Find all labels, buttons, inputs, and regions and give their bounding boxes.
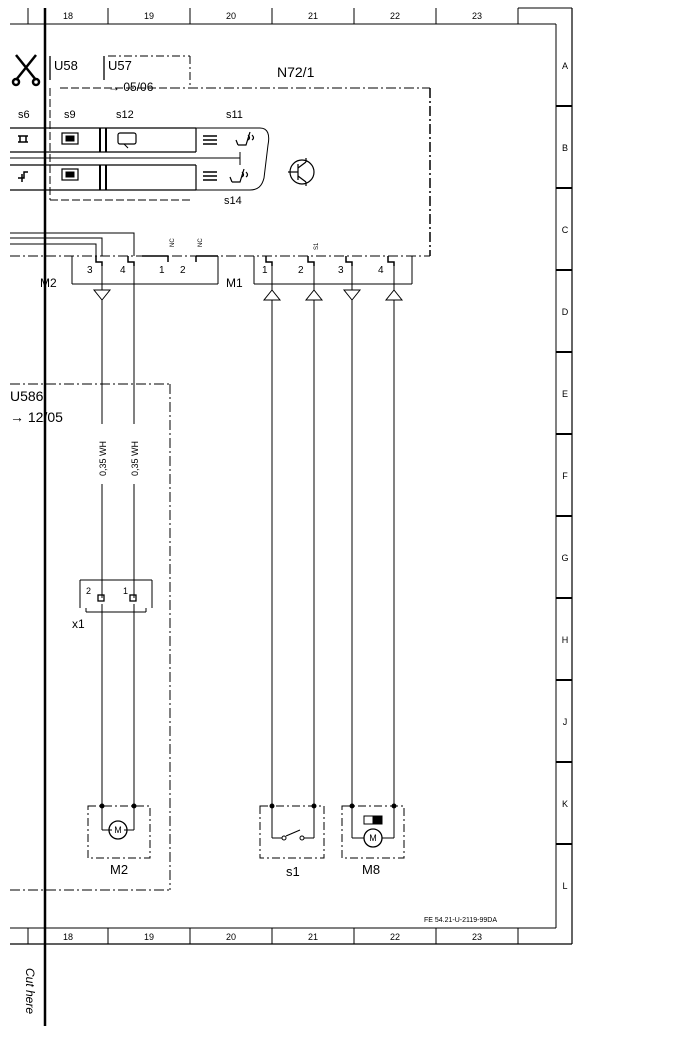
s12-label: s12 — [116, 109, 134, 121]
col-label: 20 — [226, 11, 236, 21]
drawing-code: FE 54.21-U-2119-99DA — [424, 917, 497, 924]
col-label: 22 — [390, 11, 400, 21]
u57-label: U57 — [108, 58, 132, 73]
m8-label: M8 — [362, 862, 380, 877]
n72-boundary — [10, 87, 431, 257]
wire-label: 0,35 WH — [98, 441, 108, 476]
pin-terminals — [95, 256, 395, 266]
row-label: C — [562, 225, 569, 235]
n72-label: N72/1 — [277, 64, 315, 80]
pin-label: 4 — [378, 265, 384, 276]
row-label: J — [563, 717, 568, 727]
col-label: 19 — [144, 11, 154, 21]
s1-pin-label: S1 — [314, 242, 320, 250]
u586-ref: → 12/05 — [10, 409, 63, 425]
col-label: 20 — [226, 932, 236, 942]
transistor-icon — [288, 158, 315, 186]
pin-label: 3 — [87, 265, 93, 276]
wire-label: 0,35 WH — [130, 441, 140, 476]
col-label: 18 — [63, 932, 73, 942]
motor-icon: M — [369, 833, 377, 843]
u586-boundary — [10, 383, 171, 891]
motor-icon: M — [114, 825, 122, 835]
pin-label: 3 — [338, 265, 344, 276]
col-label: 22 — [390, 932, 400, 942]
nc-label: NC — [170, 238, 176, 247]
seat-heater-icon — [229, 131, 255, 183]
m2-conn-label: M2 — [40, 276, 57, 290]
col-label: 18 — [63, 11, 73, 21]
m8-motor — [341, 803, 405, 859]
m2-connector — [71, 255, 219, 285]
row-label: G — [561, 553, 568, 563]
row-label: H — [562, 635, 569, 645]
m2-label: M2 — [110, 862, 128, 877]
u57-ref: → 05/06 — [108, 80, 154, 94]
col-label: 19 — [144, 932, 154, 942]
x1-connector — [79, 579, 153, 613]
row-label: F — [562, 471, 568, 481]
m2-motor — [87, 803, 151, 859]
s1-label: s1 — [286, 864, 300, 879]
x1-label: x1 — [72, 617, 85, 631]
s1-switch — [259, 803, 325, 859]
s14-label: s14 — [224, 195, 242, 207]
col-label: 21 — [308, 11, 318, 21]
s9-label: s9 — [64, 109, 76, 121]
m1-conn-label: M1 — [226, 276, 243, 290]
pin-label: 2 — [298, 265, 304, 276]
direction-arrows — [92, 289, 404, 301]
s11-label: s11 — [226, 109, 243, 121]
pin-label: 2 — [180, 265, 186, 276]
s6-label: s6 — [18, 109, 30, 121]
row-label: K — [562, 799, 568, 809]
pin-label: 1 — [159, 265, 165, 276]
u58-label: U58 — [54, 58, 78, 73]
row-label: D — [562, 307, 569, 317]
row-label: A — [562, 61, 568, 71]
pin-label: 1 — [262, 265, 268, 276]
col-label: 23 — [472, 932, 482, 942]
scissors-icon — [11, 54, 41, 87]
wire-runs — [101, 266, 395, 806]
switch-icon — [18, 132, 217, 182]
frame — [10, 7, 573, 1026]
row-label: B — [562, 143, 568, 153]
incoming-wires — [10, 232, 135, 256]
pin-label: 2 — [86, 586, 91, 596]
cut-here-label: Cut here — [23, 968, 37, 1014]
m1-connector — [253, 256, 413, 285]
row-label: L — [562, 881, 567, 891]
u586-label: U586 — [10, 388, 44, 404]
pin-label: 1 — [123, 586, 128, 596]
nc-label: NC — [198, 238, 204, 247]
col-label: 23 — [472, 11, 482, 21]
row-label: E — [562, 389, 568, 399]
col-label: 21 — [308, 932, 318, 942]
pin-label: 4 — [120, 265, 126, 276]
switch-bars — [10, 127, 270, 191]
